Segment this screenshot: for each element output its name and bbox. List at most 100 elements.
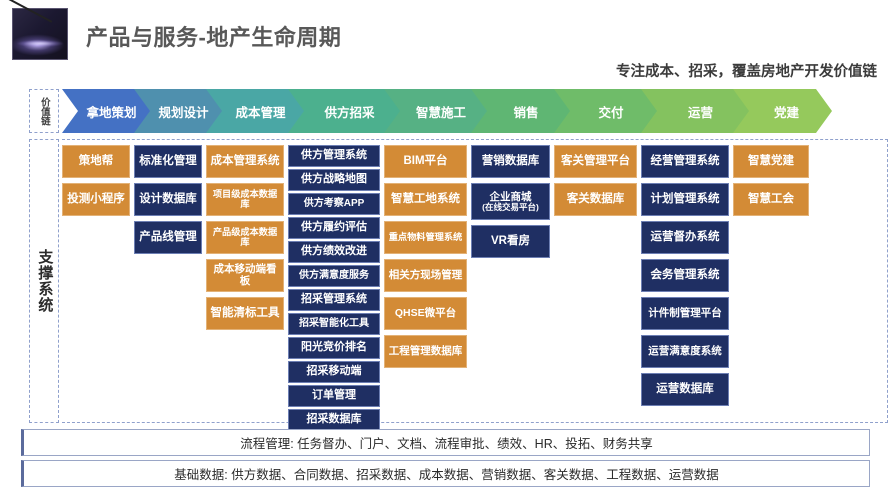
support-item-label: 智慧工会 (748, 193, 794, 206)
support-item[interactable]: BIM平台 (384, 145, 467, 178)
support-item[interactable]: 招采移动端 (288, 361, 380, 383)
support-item[interactable]: 策地帮 (62, 145, 130, 178)
support-item-label: 运营督办系统 (650, 231, 720, 244)
support-item[interactable]: 招采数据库 (288, 409, 380, 431)
support-item[interactable]: 产品级成本数据库 (206, 221, 284, 254)
support-item-label: 成本管理系统 (210, 155, 280, 168)
support-item[interactable]: 智能清标工具 (206, 297, 284, 330)
support-item[interactable]: 产品线管理 (134, 221, 202, 254)
support-item[interactable]: 经营管理系统 (641, 145, 729, 178)
support-item-label: 企业商城(在线交易平台) (482, 190, 539, 212)
support-item-label: 计划管理系统 (650, 193, 720, 206)
support-item[interactable]: 工程管理数据库 (384, 335, 467, 368)
support-item-label: 客关数据库 (566, 193, 625, 206)
value-chain-stage-4[interactable]: 供方招采 (288, 89, 403, 133)
support-item[interactable]: 会务管理系统 (641, 259, 729, 292)
support-column-2: 标准化管理设计数据库产品线管理 (134, 145, 202, 259)
support-item[interactable]: 重点物料管理系统 (384, 221, 467, 254)
support-system-frame (62, 139, 888, 423)
page-title: 产品与服务-地产生命周期 (86, 25, 342, 50)
support-item[interactable]: 客关管理平台 (554, 145, 637, 178)
support-column-7: 客关管理平台客关数据库 (554, 145, 637, 221)
support-column-8: 经营管理系统计划管理系统运营督办系统会务管理系统计件制管理平台运营满意度系统运营… (641, 145, 729, 411)
value-chain-label-box: 价值链 (29, 89, 59, 133)
value-chain-stage-6[interactable]: 销售 (471, 89, 573, 133)
support-item[interactable]: 供方管理系统 (288, 145, 380, 167)
support-item-label: 供方战略地图 (301, 173, 367, 186)
company-logo (12, 8, 68, 60)
support-item[interactable]: 设计数据库 (134, 183, 202, 216)
support-item-label: 产品级成本数据库 (212, 226, 278, 247)
support-item-label: 招采智能化工具 (299, 317, 369, 329)
support-item[interactable]: 标准化管理 (134, 145, 202, 178)
support-item[interactable]: 智慧工地系统 (384, 183, 467, 216)
support-item[interactable]: 供方考察APP (288, 193, 380, 215)
support-item-label: 计件制管理平台 (648, 306, 722, 319)
support-system-label-box: 支撑系统 (29, 139, 59, 423)
support-item[interactable]: 投测小程序 (62, 183, 130, 216)
support-item[interactable]: 供方满意度服务 (288, 265, 380, 287)
page-header: 产品与服务-地产生命周期 专注成本、招采，覆盖房地产开发价值链 (0, 0, 891, 80)
support-item[interactable]: 招采智能化工具 (288, 313, 380, 335)
support-column-3: 成本管理系统项目级成本数据库产品级成本数据库成本移动端看板智能清标工具 (206, 145, 284, 335)
value-chain-stage-label: 运营 (687, 105, 713, 120)
support-item-label: 会务管理系统 (650, 269, 720, 282)
support-item[interactable]: 企业商城(在线交易平台) (471, 183, 550, 220)
support-item[interactable]: 相关方现场管理 (384, 259, 467, 292)
support-item[interactable]: QHSE微平台 (384, 297, 467, 330)
support-item[interactable]: 运营数据库 (641, 373, 729, 406)
support-item-label: 智慧工地系统 (391, 193, 460, 206)
support-item-label: 重点物料管理系统 (388, 231, 463, 242)
support-column-5: BIM平台智慧工地系统重点物料管理系统相关方现场管理 QHSE微平台工程管理数据库 (384, 145, 467, 373)
value-chain-stage-9[interactable]: 党建 (733, 89, 832, 133)
support-item-label: 供方管理系统 (301, 149, 367, 162)
support-item[interactable]: 订单管理 (288, 385, 380, 407)
support-item-label: 智慧党建 (748, 155, 794, 168)
value-chain-stage-label: 供方招采 (324, 105, 375, 120)
base-data-bar: 基础数据: 供方数据、合同数据、招采数据、成本数据、营销数据、客关数据、工程数据… (21, 460, 870, 487)
support-item[interactable]: 智慧党建 (733, 145, 809, 178)
value-chain-stage-label: 党建 (773, 105, 799, 120)
value-chain-stage-8[interactable]: 运营 (641, 89, 752, 133)
support-item[interactable]: 营销数据库 (471, 145, 550, 178)
support-item-label: 运营满意度系统 (648, 344, 722, 357)
value-chain-stage-5[interactable]: 智慧施工 (384, 89, 490, 133)
support-item[interactable]: 计划管理系统 (641, 183, 729, 216)
support-item[interactable]: 运营满意度系统 (641, 335, 729, 368)
support-item-label: 阳光竞价排名 (301, 341, 367, 354)
value-chain-stage-3[interactable]: 成本管理 (206, 89, 307, 133)
support-item[interactable]: 阳光竞价排名 (288, 337, 380, 359)
value-chain-chevron-row: 拿地策划规划设计成本管理供方招采智慧施工销售交付运营党建 (62, 89, 888, 133)
support-item[interactable]: 成本管理系统 (206, 145, 284, 178)
support-item-label: QHSE微平台 (394, 306, 457, 319)
support-item[interactable]: 招采管理系统 (288, 289, 380, 311)
support-item[interactable]: 运营督办系统 (641, 221, 729, 254)
page-subtitle: 专注成本、招采，覆盖房地产开发价值链 (616, 64, 877, 80)
support-item[interactable]: 成本移动端看板 (206, 259, 284, 292)
support-item-label: 智能清标工具 (210, 307, 280, 320)
logo-swoosh-decoration (13, 39, 67, 48)
support-item[interactable]: 供方履约评估 (288, 217, 380, 239)
value-chain-stage-label: 销售 (513, 105, 539, 120)
support-item-label: 工程管理数据库 (388, 344, 463, 357)
support-column-1: 策地帮投测小程序 (62, 145, 130, 221)
support-item[interactable]: 供方绩效改进 (288, 241, 380, 263)
value-chain-stage-label: 成本管理 (235, 105, 286, 120)
support-item-label: 客关管理平台 (561, 155, 630, 168)
support-item[interactable]: 项目级成本数据库 (206, 183, 284, 216)
support-item-label: 投测小程序 (67, 193, 125, 206)
support-item[interactable]: VR看房 (471, 225, 550, 258)
support-item[interactable]: 供方战略地图 (288, 169, 380, 191)
value-chain-stage-7[interactable]: 交付 (554, 89, 660, 133)
support-item-label: 供方履约评估 (301, 221, 367, 234)
support-item[interactable]: 智慧工会 (733, 183, 809, 216)
support-item-label: 经营管理系统 (650, 155, 720, 168)
support-item-label: 相关方现场管理 (388, 268, 463, 281)
value-chain-stage-label: 拿地策划 (86, 105, 137, 120)
support-item-label: 订单管理 (312, 389, 356, 402)
support-item[interactable]: 计件制管理平台 (641, 297, 729, 330)
support-system-label: 支撑系统 (36, 249, 54, 313)
support-item[interactable]: 客关数据库 (554, 183, 637, 216)
support-item-label: 产品线管理 (139, 231, 197, 244)
support-system-columns: 策地帮投测小程序标准化管理设计数据库产品线管理成本管理系统项目级成本数据库产品级… (62, 139, 888, 431)
